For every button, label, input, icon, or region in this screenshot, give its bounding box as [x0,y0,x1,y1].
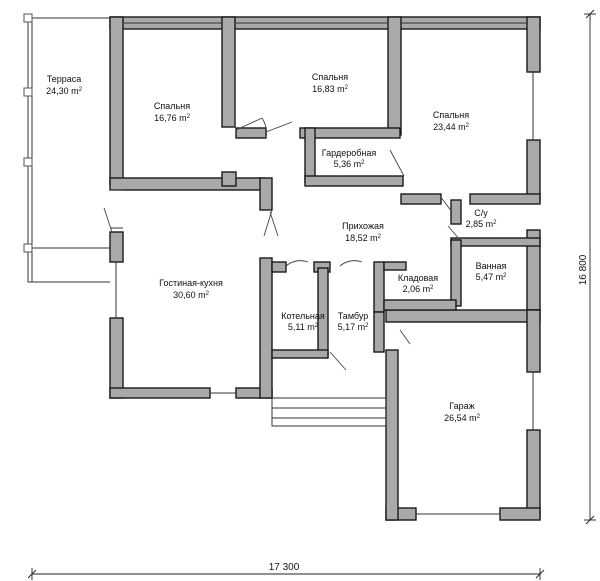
wc-area: 2,85 m2 [466,219,498,229]
wc-name: С/у [474,208,488,218]
terrace-area: 24,30 m2 [46,86,83,96]
entrance-steps [271,397,387,427]
bedroom1-area: 16,76 m2 [154,113,191,123]
bathroom-name: Ванная [476,261,507,271]
vestibule-area: 5,17 m2 [338,322,370,332]
bathroom-area: 5,47 m2 [476,272,508,282]
interior-walls [109,16,541,359]
living-name: Гостиная-кухня [159,278,223,288]
boiler-area: 5,11 m2 [288,322,319,332]
height-value: 16 800 [578,254,589,285]
boiler-name: Котельная [281,311,325,321]
bedroom3-area: 23,44 m2 [433,122,470,132]
garage-name: Гараж [449,401,474,411]
terrace-outline [23,13,110,283]
pantry-name: Кладовая [398,273,438,283]
bedroom2-name: Спальня [312,72,348,82]
hall-area: 18,52 m2 [345,233,382,243]
pantry-area: 2,06 m2 [403,284,435,294]
bedroom1-name: Спальня [154,101,190,111]
height-dimension: 16 800 [578,9,596,525]
wardrobe-area: 5,36 m2 [334,159,366,169]
bedroom3-name: Спальня [433,110,469,120]
vestibule-name: Тамбур [338,311,369,321]
hall-name: Прихожая [342,221,384,231]
doors [103,117,461,371]
room-labels: Терраса 24,30 m2 Спальня 16,76 m2 Спальн… [46,72,507,423]
bedroom2-area: 16,83 m2 [312,84,349,94]
width-value: 17 300 [269,562,300,573]
width-dimension: 17 300 [27,562,545,580]
windows [110,22,534,515]
garage-area: 26,54 m2 [444,413,481,423]
exterior-walls [109,16,541,521]
terrace-name: Терраса [47,74,82,84]
wardrobe-name: Гардеробная [322,148,377,158]
living-area: 30,60 m2 [173,290,210,300]
